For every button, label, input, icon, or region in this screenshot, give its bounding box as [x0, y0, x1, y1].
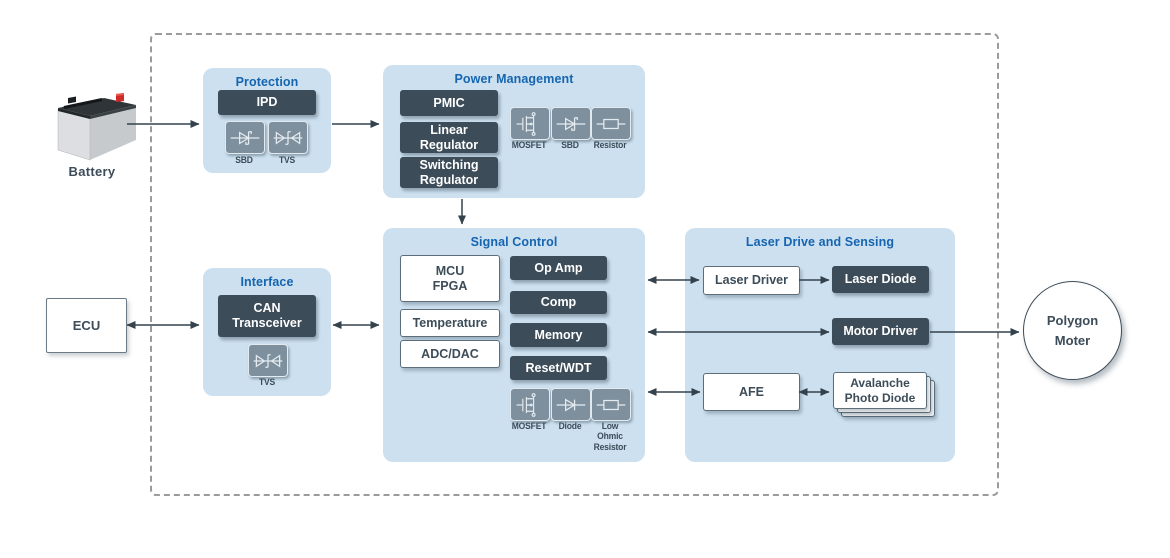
- chip-memory: Memory: [510, 323, 607, 347]
- block-interface: Interface CAN Transceiver TVS: [203, 268, 331, 396]
- chip-linear-regulator: Linear Regulator: [400, 122, 498, 153]
- chip-comp: Comp: [510, 291, 607, 314]
- chip-pmic: PMIC: [400, 90, 498, 116]
- block-laser-drive-and-sensing: Laser Drive and Sensing Laser Driver Las…: [685, 228, 955, 462]
- chip-ipd: IPD: [218, 90, 316, 115]
- chip-afe: AFE: [703, 373, 800, 411]
- ecu-node: ECU: [46, 298, 127, 353]
- sbd-diode-icon: [225, 121, 265, 154]
- resistor-icon: [591, 107, 631, 140]
- polygon-motor-node: Polygon Moter: [1023, 281, 1122, 380]
- low-ohmic-resistor-icon-label: Low Ohmic Resistor: [593, 421, 627, 453]
- chip-mcu-fpga: MCU FPGA: [400, 255, 500, 302]
- laser-drive-title: Laser Drive and Sensing: [745, 235, 895, 249]
- block-power-management: Power Management PMIC Linear Regulator S…: [383, 65, 645, 198]
- block-protection: Protection IPD SBD TVS: [203, 68, 331, 173]
- mosfet-icon: [510, 388, 550, 421]
- low-ohmic-resistor-icon: [591, 388, 631, 421]
- mosfet-icon: [510, 107, 550, 140]
- protection-title: Protection: [235, 75, 299, 89]
- resistor-icon-label: Resistor: [593, 140, 627, 151]
- interface-title: Interface: [240, 275, 294, 289]
- system-boundary-dashed-frame: [150, 33, 999, 496]
- chip-switching-regulator: Switching Regulator: [400, 157, 498, 188]
- sbd-diode-icon: [551, 107, 591, 140]
- tvs-diode-icon: [268, 121, 308, 154]
- sbd-icon-label: SBD: [235, 155, 253, 166]
- tvs-icon-label: TVS: [278, 155, 296, 166]
- chip-laser-diode: Laser Diode: [832, 266, 929, 293]
- chip-can-transceiver: CAN Transceiver: [218, 295, 316, 337]
- tvs-diode-icon: [248, 344, 288, 377]
- tvs-icon-label: TVS: [258, 377, 276, 388]
- battery-label: Battery: [68, 164, 116, 179]
- chip-reset-wdt: Reset/WDT: [510, 356, 607, 380]
- chip-temperature: Temperature: [400, 309, 500, 337]
- battery-icon: [46, 84, 138, 164]
- chip-laser-driver: Laser Driver: [703, 266, 800, 295]
- mosfet-icon-label: MOSFET: [511, 140, 547, 151]
- chip-avalanche-photo-diode: Avalanche Photo Diode: [833, 372, 927, 409]
- block-signal-control: Signal Control MCU FPGA Temperature ADC/…: [383, 228, 645, 462]
- power-management-title: Power Management: [454, 72, 574, 86]
- diode-icon: [551, 388, 591, 421]
- chip-adc-dac: ADC/DAC: [400, 340, 500, 368]
- sbd-icon-label: SBD: [561, 140, 579, 151]
- chip-op-amp: Op Amp: [510, 256, 607, 280]
- avalanche-photo-diode-stack: Avalanche Photo Diode: [833, 372, 935, 417]
- mosfet-icon-label: MOSFET: [511, 421, 547, 432]
- chip-motor-driver: Motor Driver: [832, 318, 929, 345]
- diode-icon-label: Diode: [558, 421, 582, 432]
- signal-control-title: Signal Control: [470, 235, 558, 249]
